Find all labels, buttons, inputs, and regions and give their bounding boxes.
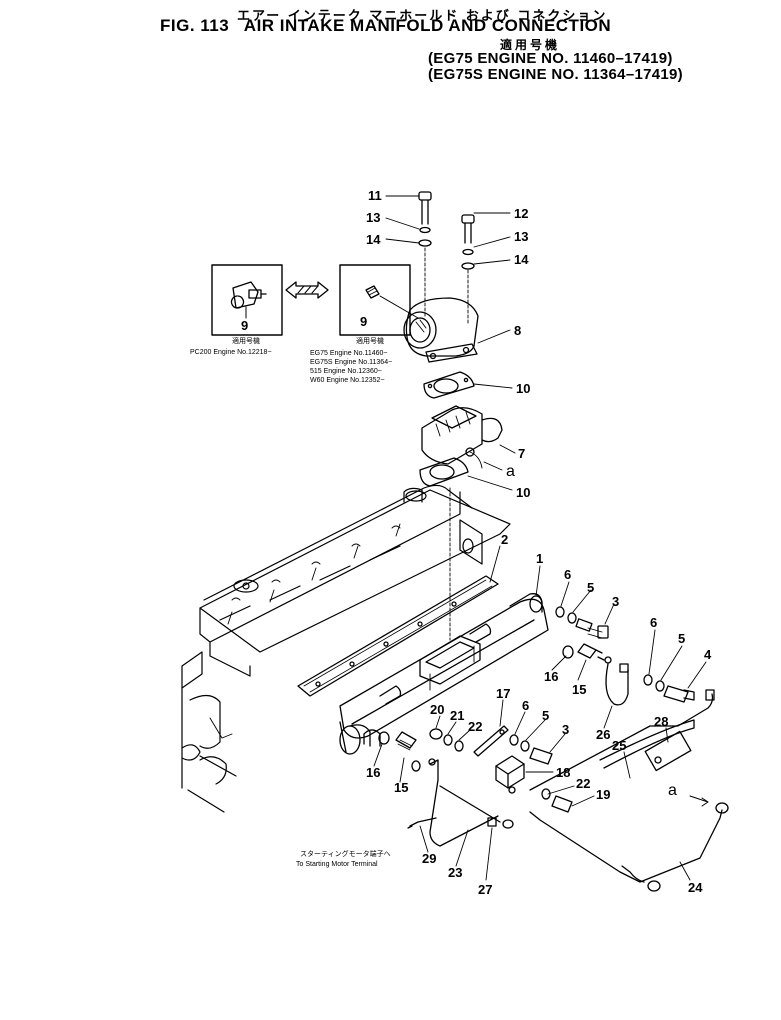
engine-block (181, 484, 511, 813)
heater-plug-upper (562, 643, 605, 661)
washer-14b (461, 262, 475, 270)
inset-left-caption: PC200 Engine No.12218~ (190, 349, 272, 356)
inset-right-part-number: 9 (360, 314, 367, 329)
callout-6a: 6 (564, 567, 571, 582)
callout-15a: 15 (572, 682, 586, 697)
fasteners-left-cluster (429, 728, 464, 752)
bolt-12 (461, 214, 475, 244)
terminal-note-en: To Starting Motor Terminal (296, 861, 378, 868)
fasteners-far-right (643, 674, 695, 703)
callout-23: 23 (448, 865, 462, 880)
inset-right-caption-2: EG75S Engine No.11364~ (310, 359, 392, 366)
callout-17: 17 (496, 686, 510, 701)
applicability-line-1: (EG75 ENGINE NO. 11460–17419) (428, 50, 673, 67)
fasteners-lower-center (541, 788, 573, 813)
valve-housing-part-7 (421, 405, 503, 469)
figure-title: FIG. 113 AIR INTAKE MANIFOLD AND CONNECT… (160, 16, 611, 36)
callout-15b: 15 (394, 780, 408, 795)
washer-14a (418, 239, 432, 247)
callout-10a: 10 (516, 381, 530, 396)
washer-13a (419, 226, 431, 234)
bracket-part-17 (473, 725, 509, 757)
gasket-part-2 (297, 575, 499, 697)
callout-26: 26 (596, 727, 610, 742)
callout-25: 25 (612, 738, 626, 753)
callout-28: 28 (654, 714, 668, 729)
callout-11: 11 (368, 188, 382, 203)
applicability-line-2: (EG75S ENGINE NO. 11364–17419) (428, 66, 683, 83)
callout-29: 29 (422, 851, 436, 866)
callout-22b: 22 (576, 776, 590, 791)
callout-a-lower: a (668, 782, 677, 799)
bolt-leaders (385, 195, 511, 326)
wire-part-29 (407, 817, 437, 829)
callout-8: 8 (514, 323, 521, 338)
callout-12: 12 (514, 206, 528, 221)
applicability-japanese: 適用号機 (500, 38, 561, 52)
callout-labels: 11 13 14 12 13 14 8 10 7 a 10 2 1 6 5 3 … (366, 188, 712, 897)
arrow-icon (285, 281, 329, 299)
callout-5a: 5 (587, 580, 594, 595)
fasteners-middle (509, 734, 553, 765)
title-japanese: エアー インテーク マニホールド および コネクション (237, 9, 608, 24)
callout-18: 18 (556, 765, 570, 780)
wire-part-24 (529, 795, 729, 892)
callout-16a: 16 (544, 669, 558, 684)
fasteners-upper-right (555, 606, 609, 639)
callout-6b: 6 (650, 615, 657, 630)
bolt-11 (418, 191, 432, 225)
wire-part-23 (411, 758, 501, 847)
harness-part-25 (529, 689, 715, 791)
callout-4: 4 (704, 647, 712, 662)
callout-5b: 5 (678, 631, 685, 646)
callout-10b: 10 (516, 485, 530, 500)
inset-left-caption-jp: 適用号機 (232, 336, 260, 345)
callout-7: 7 (518, 446, 525, 461)
callout-21: 21 (450, 708, 464, 723)
callout-a-upper: a (506, 463, 515, 480)
heater-plug-lower (378, 731, 417, 751)
callout-1: 1 (536, 551, 543, 566)
callout-19: 19 (596, 787, 610, 802)
gasket-10-upper (423, 371, 475, 399)
inset-right-caption-jp: 適用号機 (356, 336, 384, 345)
callout-20: 20 (430, 702, 444, 717)
callout-16b: 16 (366, 765, 380, 780)
elbow-part-8 (379, 295, 479, 363)
nut-lower (502, 819, 514, 829)
wire-part-26 (604, 656, 629, 706)
figure-number: FIG. 113 (160, 16, 230, 35)
callout-3a: 3 (612, 594, 619, 609)
relay-part-18 (495, 755, 525, 794)
callout-13a: 13 (366, 210, 380, 225)
callout-5c: 5 (542, 708, 549, 723)
callout-3b: 3 (562, 722, 569, 737)
callout-27: 27 (478, 882, 492, 897)
gasket-10-lower (419, 457, 469, 487)
inset-right-caption-3: 515 Engine No.12360~ (310, 368, 382, 375)
callout-6c: 6 (522, 698, 529, 713)
inset-right-caption-1: EG75 Engine No.11460~ (310, 350, 388, 357)
inset-right (339, 264, 411, 336)
callout-24: 24 (688, 880, 703, 895)
figure-title-text: AIR INTAKE MANIFOLD AND CONNECTION (243, 16, 612, 35)
terminal-note-jp: スターティングモータ端子へ (300, 849, 391, 858)
washer-13b (462, 248, 474, 256)
inset-right-caption-4: W60 Engine No.12352~ (310, 377, 385, 384)
callout-22a: 22 (468, 719, 482, 734)
inset-left-part-number: 9 (241, 318, 248, 333)
callout-14b: 14 (514, 252, 529, 267)
inset-left (211, 264, 283, 336)
callout-13b: 13 (514, 229, 528, 244)
callout-14a: 14 (366, 232, 381, 247)
callout-2: 2 (501, 532, 508, 547)
